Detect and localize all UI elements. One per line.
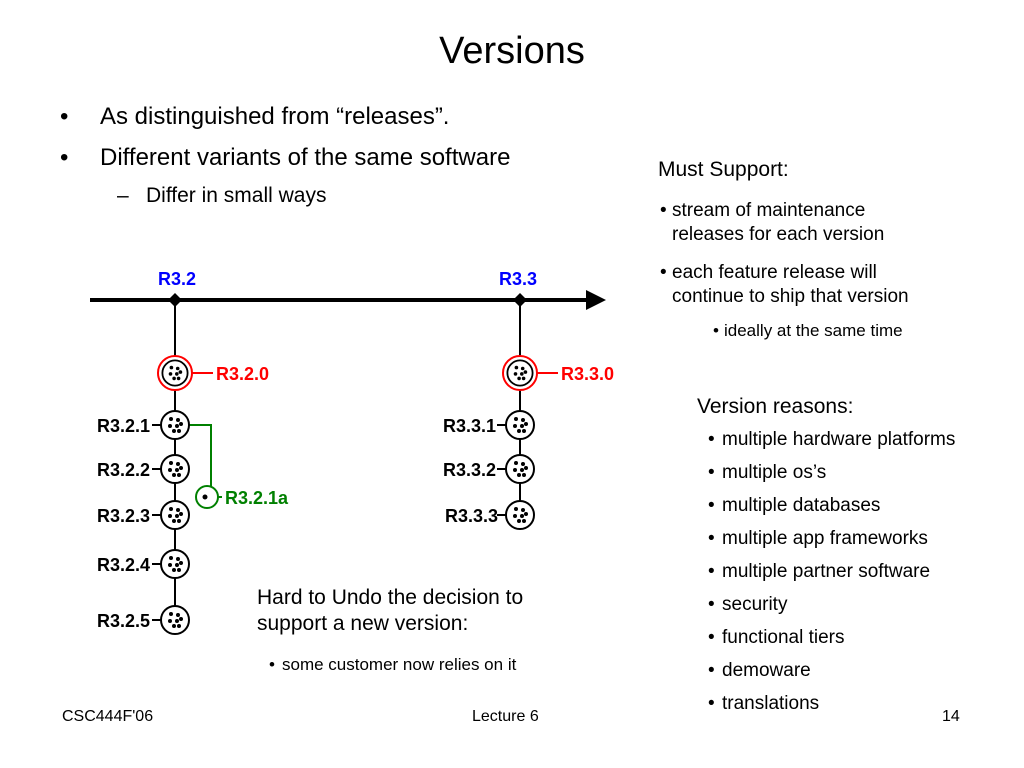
must-support-item-text: releases for each version <box>672 224 885 245</box>
label-r320: R3.2.0 <box>216 364 269 384</box>
must-support-heading: Must Support: <box>658 158 789 181</box>
hard-to-undo-dot: • <box>269 655 275 674</box>
footer-lecture: Lecture 6 <box>472 708 539 725</box>
hard-to-undo-line: support a new version: <box>257 612 469 635</box>
bullet-text: As distinguished from “releases”. <box>100 103 450 130</box>
branch-point-a <box>168 293 182 307</box>
hard-to-undo-item: some customer now relies on it <box>282 655 517 674</box>
label-r322: R3.2.2 <box>97 460 150 480</box>
bullet-text: Different variants of the same software <box>100 144 511 171</box>
version-reason-item: security <box>722 594 788 615</box>
must-support-item: • <box>660 262 667 283</box>
node-r330 <box>502 355 538 391</box>
version-reason-dot: • <box>708 627 715 648</box>
bullet-dot: • <box>60 103 69 130</box>
must-support-item-text: each feature release will <box>672 262 877 283</box>
timeline-arrow-icon <box>586 290 606 310</box>
must-support-item-text: stream of maintenance <box>672 200 866 221</box>
label-r324: R3.2.4 <box>97 555 150 575</box>
version-reason-dot: • <box>708 561 715 582</box>
sub-bullet-text: Differ in small ways <box>146 184 327 207</box>
footer-course: CSC444F'06 <box>62 708 154 725</box>
label-r321: R3.2.1 <box>97 416 150 436</box>
version-reasons-heading: Version reasons: <box>697 395 854 418</box>
label-r323: R3.2.3 <box>97 506 150 526</box>
must-support-item: • <box>660 200 667 221</box>
version-reason-dot: • <box>708 495 715 516</box>
version-reason-dot: • <box>708 429 715 450</box>
version-reason-item: multiple databases <box>722 495 881 516</box>
slide-title: Versions <box>439 30 585 72</box>
branch-point-b <box>513 293 527 307</box>
must-support-subitem-dot: • <box>713 321 719 340</box>
sub-bullet-dash: – <box>117 184 129 207</box>
version-reason-item: functional tiers <box>722 627 845 648</box>
version-reason-dot: • <box>708 594 715 615</box>
label-r33: R3.3 <box>499 269 537 289</box>
must-support-subitem: ideally at the same time <box>724 321 903 340</box>
label-r325: R3.2.5 <box>97 611 150 631</box>
version-reason-item: translations <box>722 693 820 714</box>
version-reason-item: multiple hardware platforms <box>722 429 956 450</box>
nodes-branch-a <box>152 410 190 635</box>
label-r330: R3.3.0 <box>561 364 614 384</box>
version-reason-dot: • <box>708 528 715 549</box>
label-r331: R3.3.1 <box>443 416 496 436</box>
hard-to-undo-line: Hard to Undo the decision to <box>257 586 524 609</box>
label-r332: R3.3.2 <box>443 460 496 480</box>
label-r32: R3.2 <box>158 269 196 289</box>
node-r320 <box>157 355 193 391</box>
version-reason-item: demoware <box>722 660 811 681</box>
label-r333: R3.3.3 <box>445 506 498 526</box>
version-reason-dot: • <box>708 660 715 681</box>
version-reason-item: multiple app frameworks <box>722 528 928 549</box>
version-reason-dot: • <box>708 462 715 483</box>
version-reason-item: multiple partner software <box>722 561 931 582</box>
footer-page-number: 14 <box>942 708 960 725</box>
nodes-branch-b <box>497 410 535 530</box>
version-reason-item: multiple os’s <box>722 462 827 483</box>
variant-node-dot <box>202 494 208 500</box>
label-r321a: R3.2.1a <box>225 488 289 508</box>
must-support-item-text: continue to ship that version <box>672 286 909 307</box>
bullet-dot: • <box>60 144 69 171</box>
version-reason-dot: • <box>708 693 715 714</box>
